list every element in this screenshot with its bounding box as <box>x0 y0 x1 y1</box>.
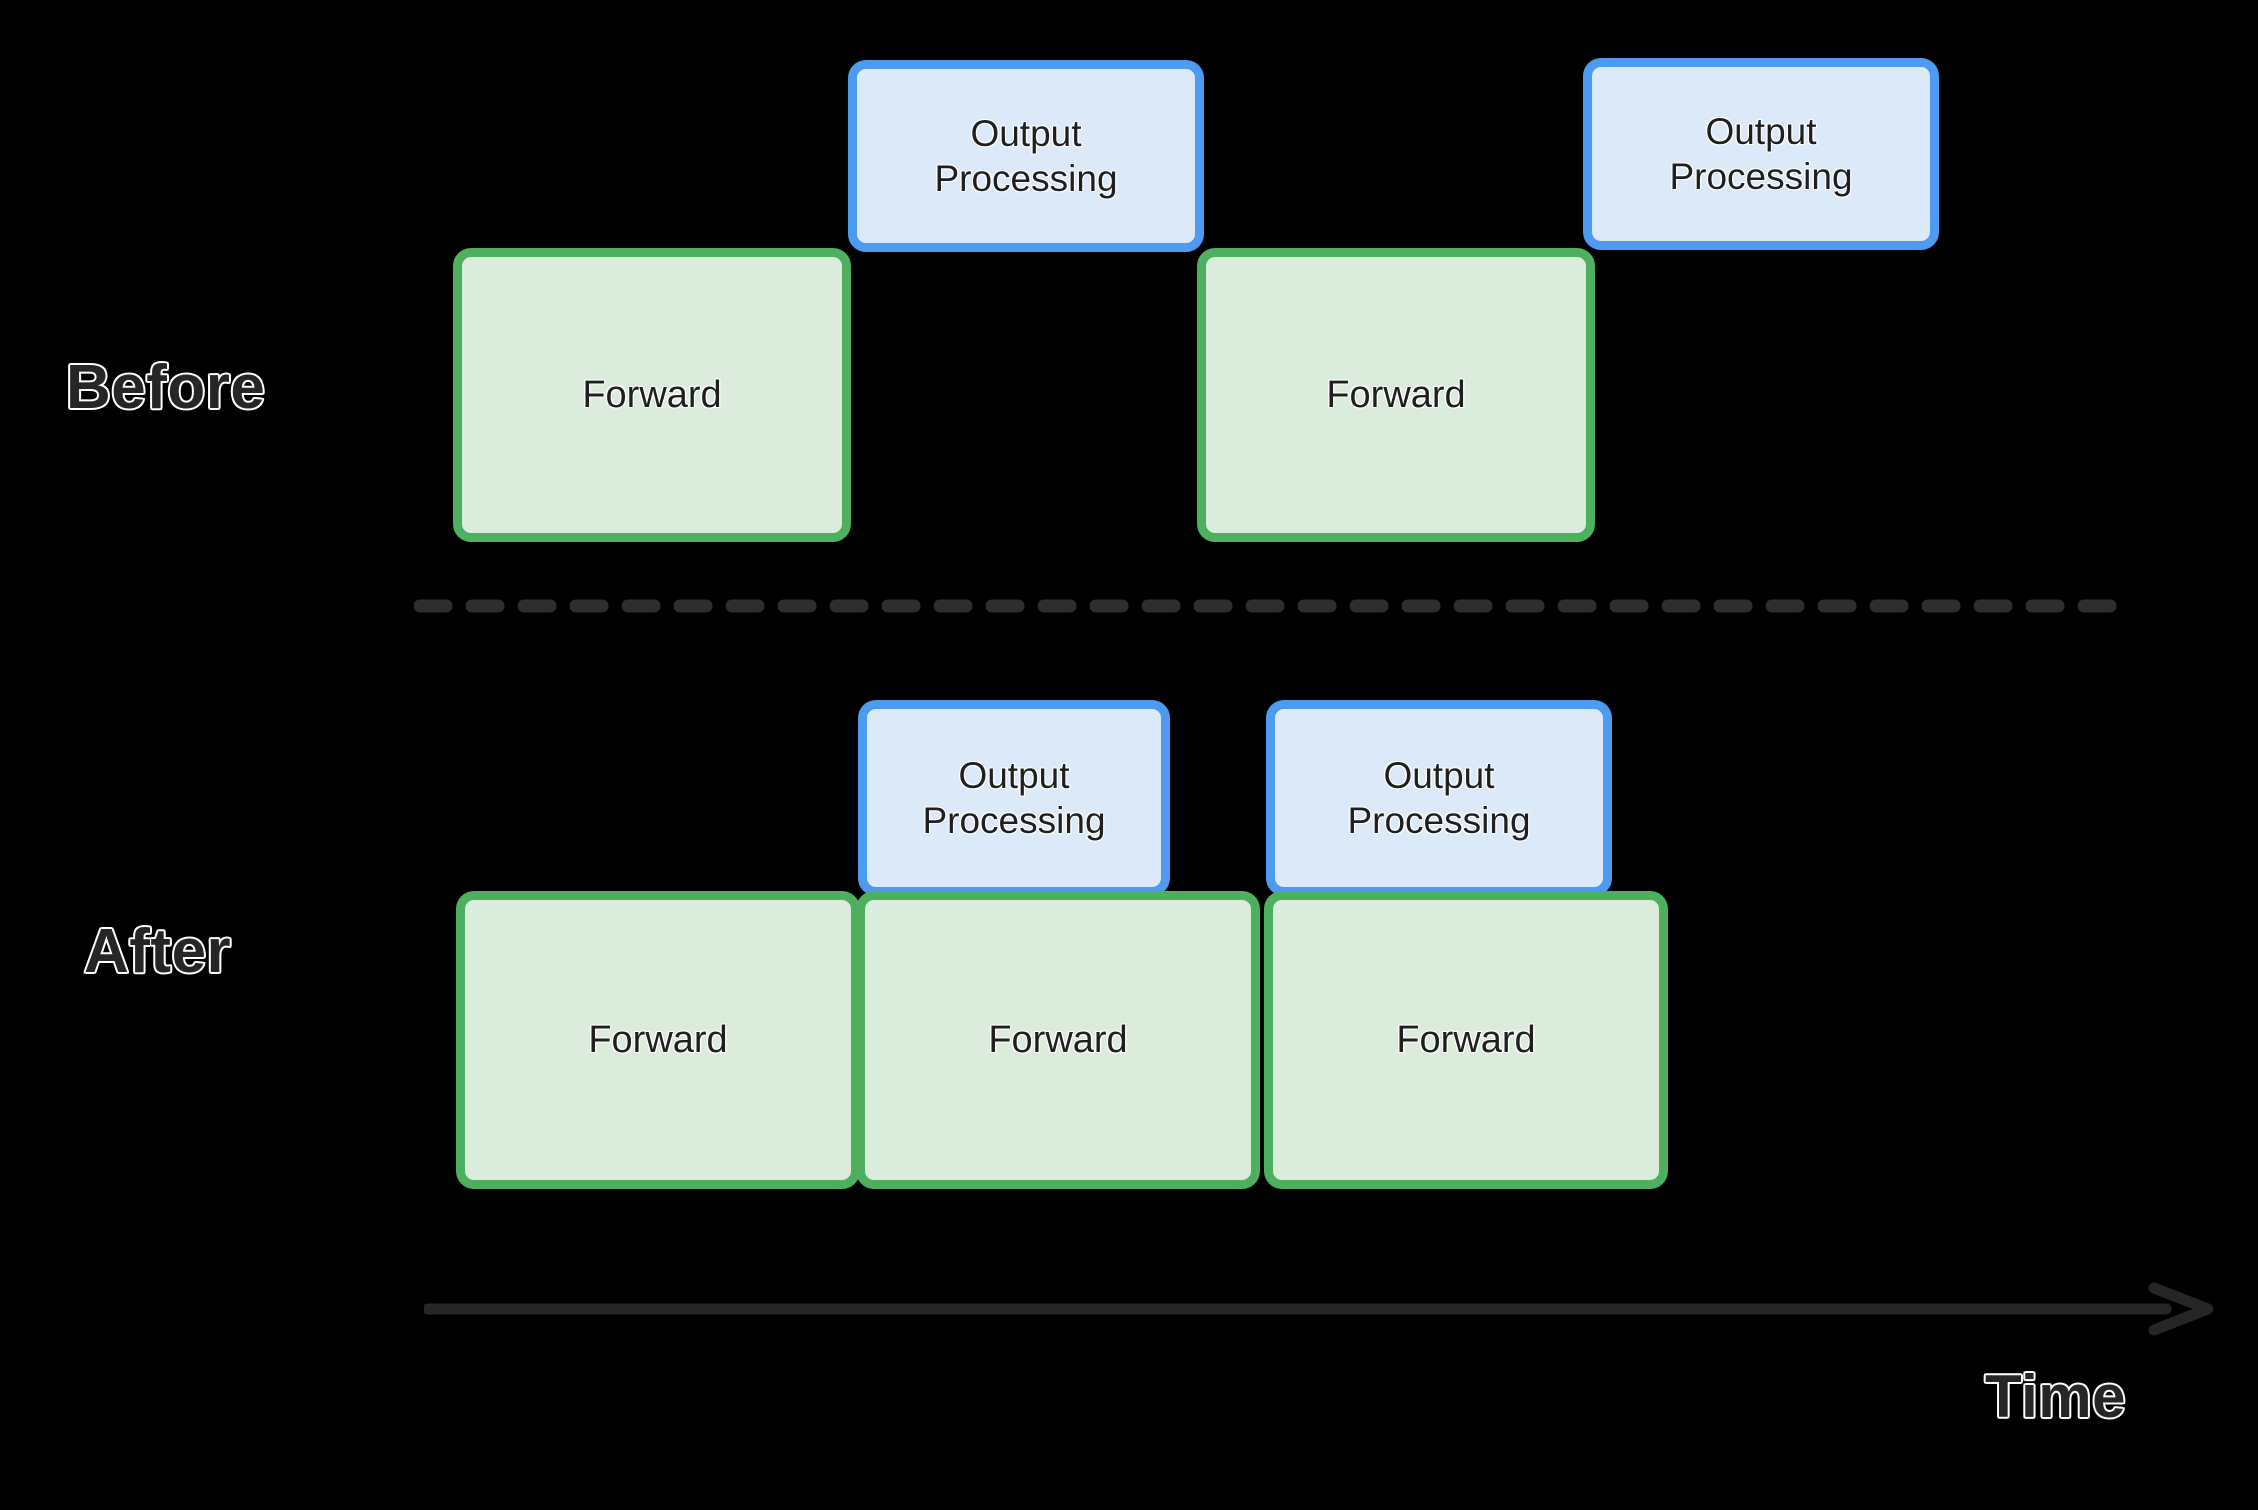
axis-label-time: Time <box>1984 1362 2127 1432</box>
output-box-line2: Processing <box>934 158 1118 199</box>
row-label-after: After <box>82 916 232 988</box>
forward-box-before-2: Forward <box>1197 248 1595 542</box>
forward-box-after-3: Forward <box>1264 891 1668 1189</box>
forward-box-after-2: Forward <box>856 891 1260 1189</box>
output-box-line1: Output <box>970 112 1082 154</box>
output-processing-box-after-2: Output Processing <box>1266 700 1612 896</box>
output-processing-box-before-2: Output Processing <box>1583 58 1939 250</box>
output-processing-box-after-1: Output Processing <box>858 700 1170 896</box>
forward-box-label: Forward <box>1326 373 1466 416</box>
output-box-line1: Output <box>958 754 1070 796</box>
forward-box-before-1: Forward <box>453 248 851 542</box>
forward-box-after-1: Forward <box>456 891 860 1189</box>
output-box-line1: Output <box>1705 110 1817 152</box>
forward-box-label: Forward <box>582 373 722 416</box>
output-box-line2: Processing <box>922 800 1106 841</box>
output-processing-box-before-1: Output Processing <box>848 60 1204 252</box>
right-arrow-icon <box>424 1282 2214 1336</box>
forward-box-label: Forward <box>1396 1018 1536 1061</box>
forward-box-label: Forward <box>988 1018 1128 1061</box>
output-box-line2: Processing <box>1669 156 1853 197</box>
output-box-line1: Output <box>1383 754 1495 796</box>
forward-box-label: Forward <box>588 1018 728 1061</box>
output-box-line2: Processing <box>1347 800 1531 841</box>
row-label-before: Before <box>64 352 266 424</box>
dashed-divider-icon <box>414 599 2130 613</box>
